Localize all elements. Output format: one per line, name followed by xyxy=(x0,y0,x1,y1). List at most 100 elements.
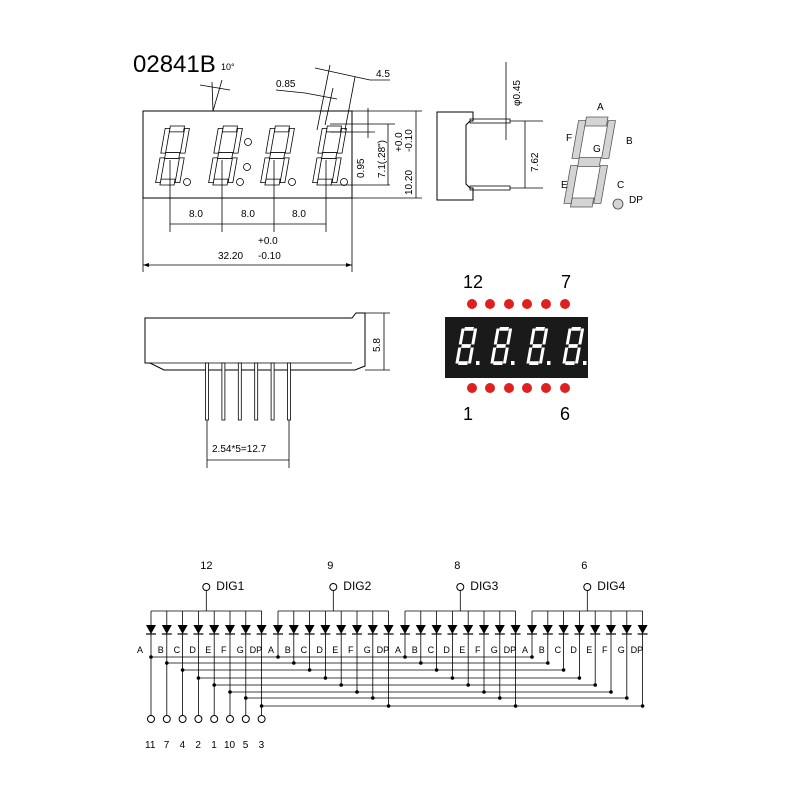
led-display-photo: 12 7 1 6 xyxy=(445,272,588,424)
segment-label-a: A xyxy=(395,645,401,655)
segment-a xyxy=(571,327,582,331)
led-pin-bottom xyxy=(560,383,570,393)
segment-label-g: G xyxy=(237,645,244,655)
diode-e xyxy=(336,625,347,634)
segment-e xyxy=(526,347,533,364)
segment-b xyxy=(179,127,190,154)
front-digit-4 xyxy=(312,125,347,186)
diode-g xyxy=(240,625,251,634)
segment-label-d: D xyxy=(443,645,450,655)
led-decimal-point xyxy=(583,361,587,365)
diode-dp xyxy=(637,625,648,634)
segment-e xyxy=(312,157,323,184)
digit-height-label: 7.1(.28") xyxy=(377,140,388,178)
diode-f xyxy=(225,625,235,634)
segment-pin-terminal xyxy=(178,715,187,723)
segment-diagram: A F B G E C DP xyxy=(561,102,643,210)
segment-label-a: A xyxy=(522,645,528,655)
digit-common-pin-number: 9 xyxy=(327,560,333,572)
pitch-label-2: 8.0 xyxy=(241,209,255,220)
segment-label-f: F xyxy=(475,645,481,655)
segment-label-e: E xyxy=(586,645,592,655)
digit-label: DIG4 xyxy=(597,579,625,593)
segment-f xyxy=(565,328,572,345)
led-pin-top xyxy=(467,299,477,309)
decimal-point xyxy=(183,178,191,186)
decimal-point xyxy=(288,178,296,186)
pin-label-7: 7 xyxy=(561,272,571,292)
bottom-pin xyxy=(287,362,291,421)
segment-label-c: C xyxy=(428,645,435,655)
segment-pin-number: 4 xyxy=(180,740,186,751)
segment-label-c: C xyxy=(174,645,181,655)
digit-label: DIG2 xyxy=(343,579,371,593)
segment-c xyxy=(227,157,238,184)
slant-dimension-label: 4.5 xyxy=(376,69,390,80)
segment-f xyxy=(458,328,465,345)
row-spacing-label: 7.62 xyxy=(530,152,541,172)
segment-width-label: 0.85 xyxy=(276,79,296,90)
segment-g xyxy=(496,344,506,348)
diode-d xyxy=(320,625,331,634)
segment-d xyxy=(493,361,503,365)
led-pin-top xyxy=(504,299,514,309)
side-pin-top xyxy=(469,118,511,124)
length-tol-minus: -0.10 xyxy=(258,251,281,262)
segment-label-b: B xyxy=(285,645,291,655)
diode-g xyxy=(621,625,632,634)
led-pin-top xyxy=(522,299,532,309)
led-digit-4 xyxy=(562,327,585,365)
segment-g xyxy=(577,157,602,167)
decimal-point xyxy=(340,178,348,186)
segment-g xyxy=(269,152,286,159)
side-pin-bottom xyxy=(469,185,511,191)
segment-a xyxy=(221,125,238,133)
segment-label-c: C xyxy=(301,645,308,655)
diode-f xyxy=(352,625,362,634)
segment-d xyxy=(212,178,229,186)
segment-d xyxy=(570,197,595,208)
segment-label-a: A xyxy=(268,645,274,655)
segment-g xyxy=(568,344,578,348)
segment-label-d: D xyxy=(570,645,577,655)
segment-pin-terminal xyxy=(147,715,155,723)
digit-common-pin-number: 8 xyxy=(454,560,460,572)
diode-a xyxy=(273,625,283,634)
segment-label-f: F xyxy=(221,645,227,655)
segment-label-dp: DP xyxy=(629,195,643,206)
segment-label-e: E xyxy=(561,180,568,191)
bottom-pin xyxy=(221,362,226,421)
digit-height-tol-plus: +0.0 xyxy=(394,132,405,152)
segment-label-f: F xyxy=(566,133,572,144)
body-height-label: 5.8 xyxy=(372,338,383,352)
front-view: 4.5 0.85 0.95 7.1(.28") +0.0 -0.10 10.20… xyxy=(142,64,422,272)
led-pin-bottom xyxy=(467,383,477,393)
segment-label-b: B xyxy=(539,645,545,655)
segment-b xyxy=(336,127,347,154)
diode-e xyxy=(463,625,474,634)
segment-c xyxy=(593,165,609,204)
segment-b xyxy=(601,120,616,159)
segment-b xyxy=(471,328,478,345)
segment-a xyxy=(464,327,474,331)
segment-pin-terminal xyxy=(210,715,219,723)
diode-dp xyxy=(383,625,394,634)
led-pin-bottom xyxy=(541,383,551,393)
segment-c xyxy=(574,347,581,364)
segment-d xyxy=(316,178,333,186)
segment-d xyxy=(458,361,468,365)
length-label: 32.20 xyxy=(218,251,243,262)
segment-label-f: F xyxy=(348,645,354,655)
bottom-view: 5.8 2.54*5=12.7 xyxy=(144,312,390,468)
segment-f xyxy=(529,328,536,345)
led-pin-bottom xyxy=(485,383,495,393)
segment-label-dp: DP xyxy=(250,645,263,655)
segment-label-b: B xyxy=(158,645,164,655)
segment-pin-number: 10 xyxy=(224,740,236,751)
digit-label: DIG1 xyxy=(216,579,244,593)
segment-pin-number: 2 xyxy=(195,740,201,751)
led-decimal-point xyxy=(547,361,551,365)
diode-c xyxy=(431,625,442,634)
